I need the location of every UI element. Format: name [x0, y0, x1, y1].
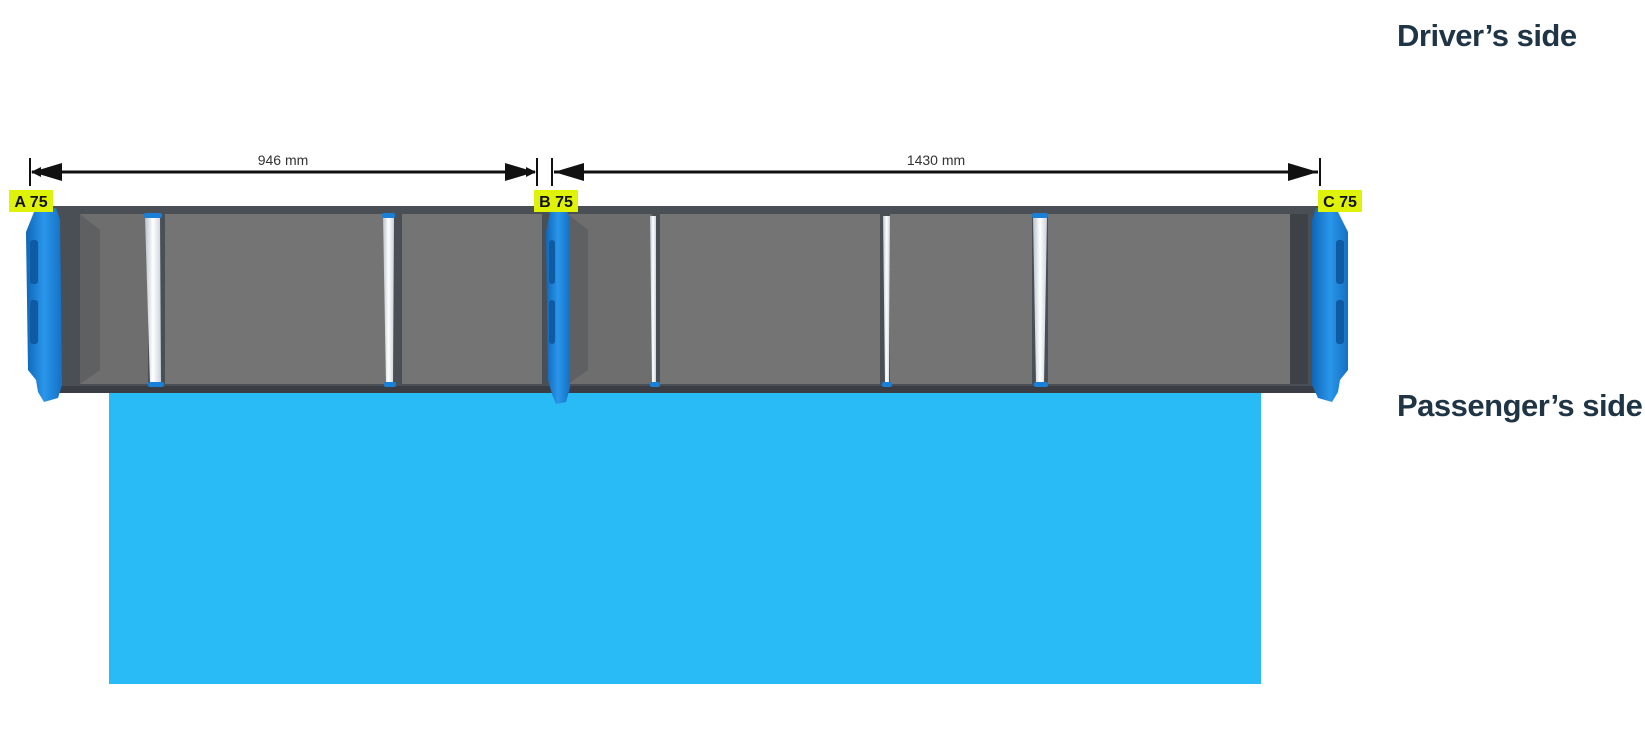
panel-shade — [1290, 214, 1308, 384]
upright-a — [26, 208, 62, 402]
blade-cap — [144, 213, 162, 218]
upright-b — [546, 208, 570, 404]
panel — [1048, 214, 1290, 384]
blade-cap — [882, 382, 892, 387]
upright-tag-label: B 75 — [539, 194, 573, 211]
blade-cap — [384, 382, 396, 387]
rail-frame-bottom-edge — [40, 386, 1335, 393]
panel-shade — [80, 214, 100, 384]
upright-tag-label: C 75 — [1323, 194, 1357, 211]
passenger-side-label: Passenger’s side — [1397, 388, 1643, 423]
crossbar-blade — [145, 216, 161, 384]
blade-cap — [650, 382, 660, 387]
vehicle-body — [109, 392, 1261, 684]
dimension-left: 946 mm — [29, 152, 538, 186]
panel — [890, 214, 1032, 384]
blade-cap — [1032, 213, 1048, 218]
upright-c — [1312, 208, 1348, 402]
upright-tag-c: C 75 — [1318, 190, 1362, 212]
crossbar-blade — [883, 216, 890, 384]
upright-tag-b: B 75 — [534, 190, 578, 212]
blade-cap — [148, 382, 164, 387]
crossbar-blade — [1033, 216, 1047, 384]
upright-tag-label: A 75 — [14, 194, 47, 211]
dimension-right: 1430 mm — [551, 152, 1321, 186]
panel — [660, 214, 880, 384]
crossbar-blade — [383, 216, 394, 384]
upright-tag-a: A 75 — [9, 190, 53, 212]
panel — [165, 214, 387, 384]
blade-cap — [382, 213, 395, 218]
driver-side-label: Driver’s side — [1397, 18, 1577, 53]
panel — [402, 214, 542, 384]
dimension-label: 1430 mm — [907, 152, 965, 168]
crossbar-blade — [650, 216, 656, 384]
panel-shade — [568, 214, 588, 384]
dimension-label: 946 mm — [258, 152, 309, 168]
blade-cap — [1034, 382, 1048, 387]
